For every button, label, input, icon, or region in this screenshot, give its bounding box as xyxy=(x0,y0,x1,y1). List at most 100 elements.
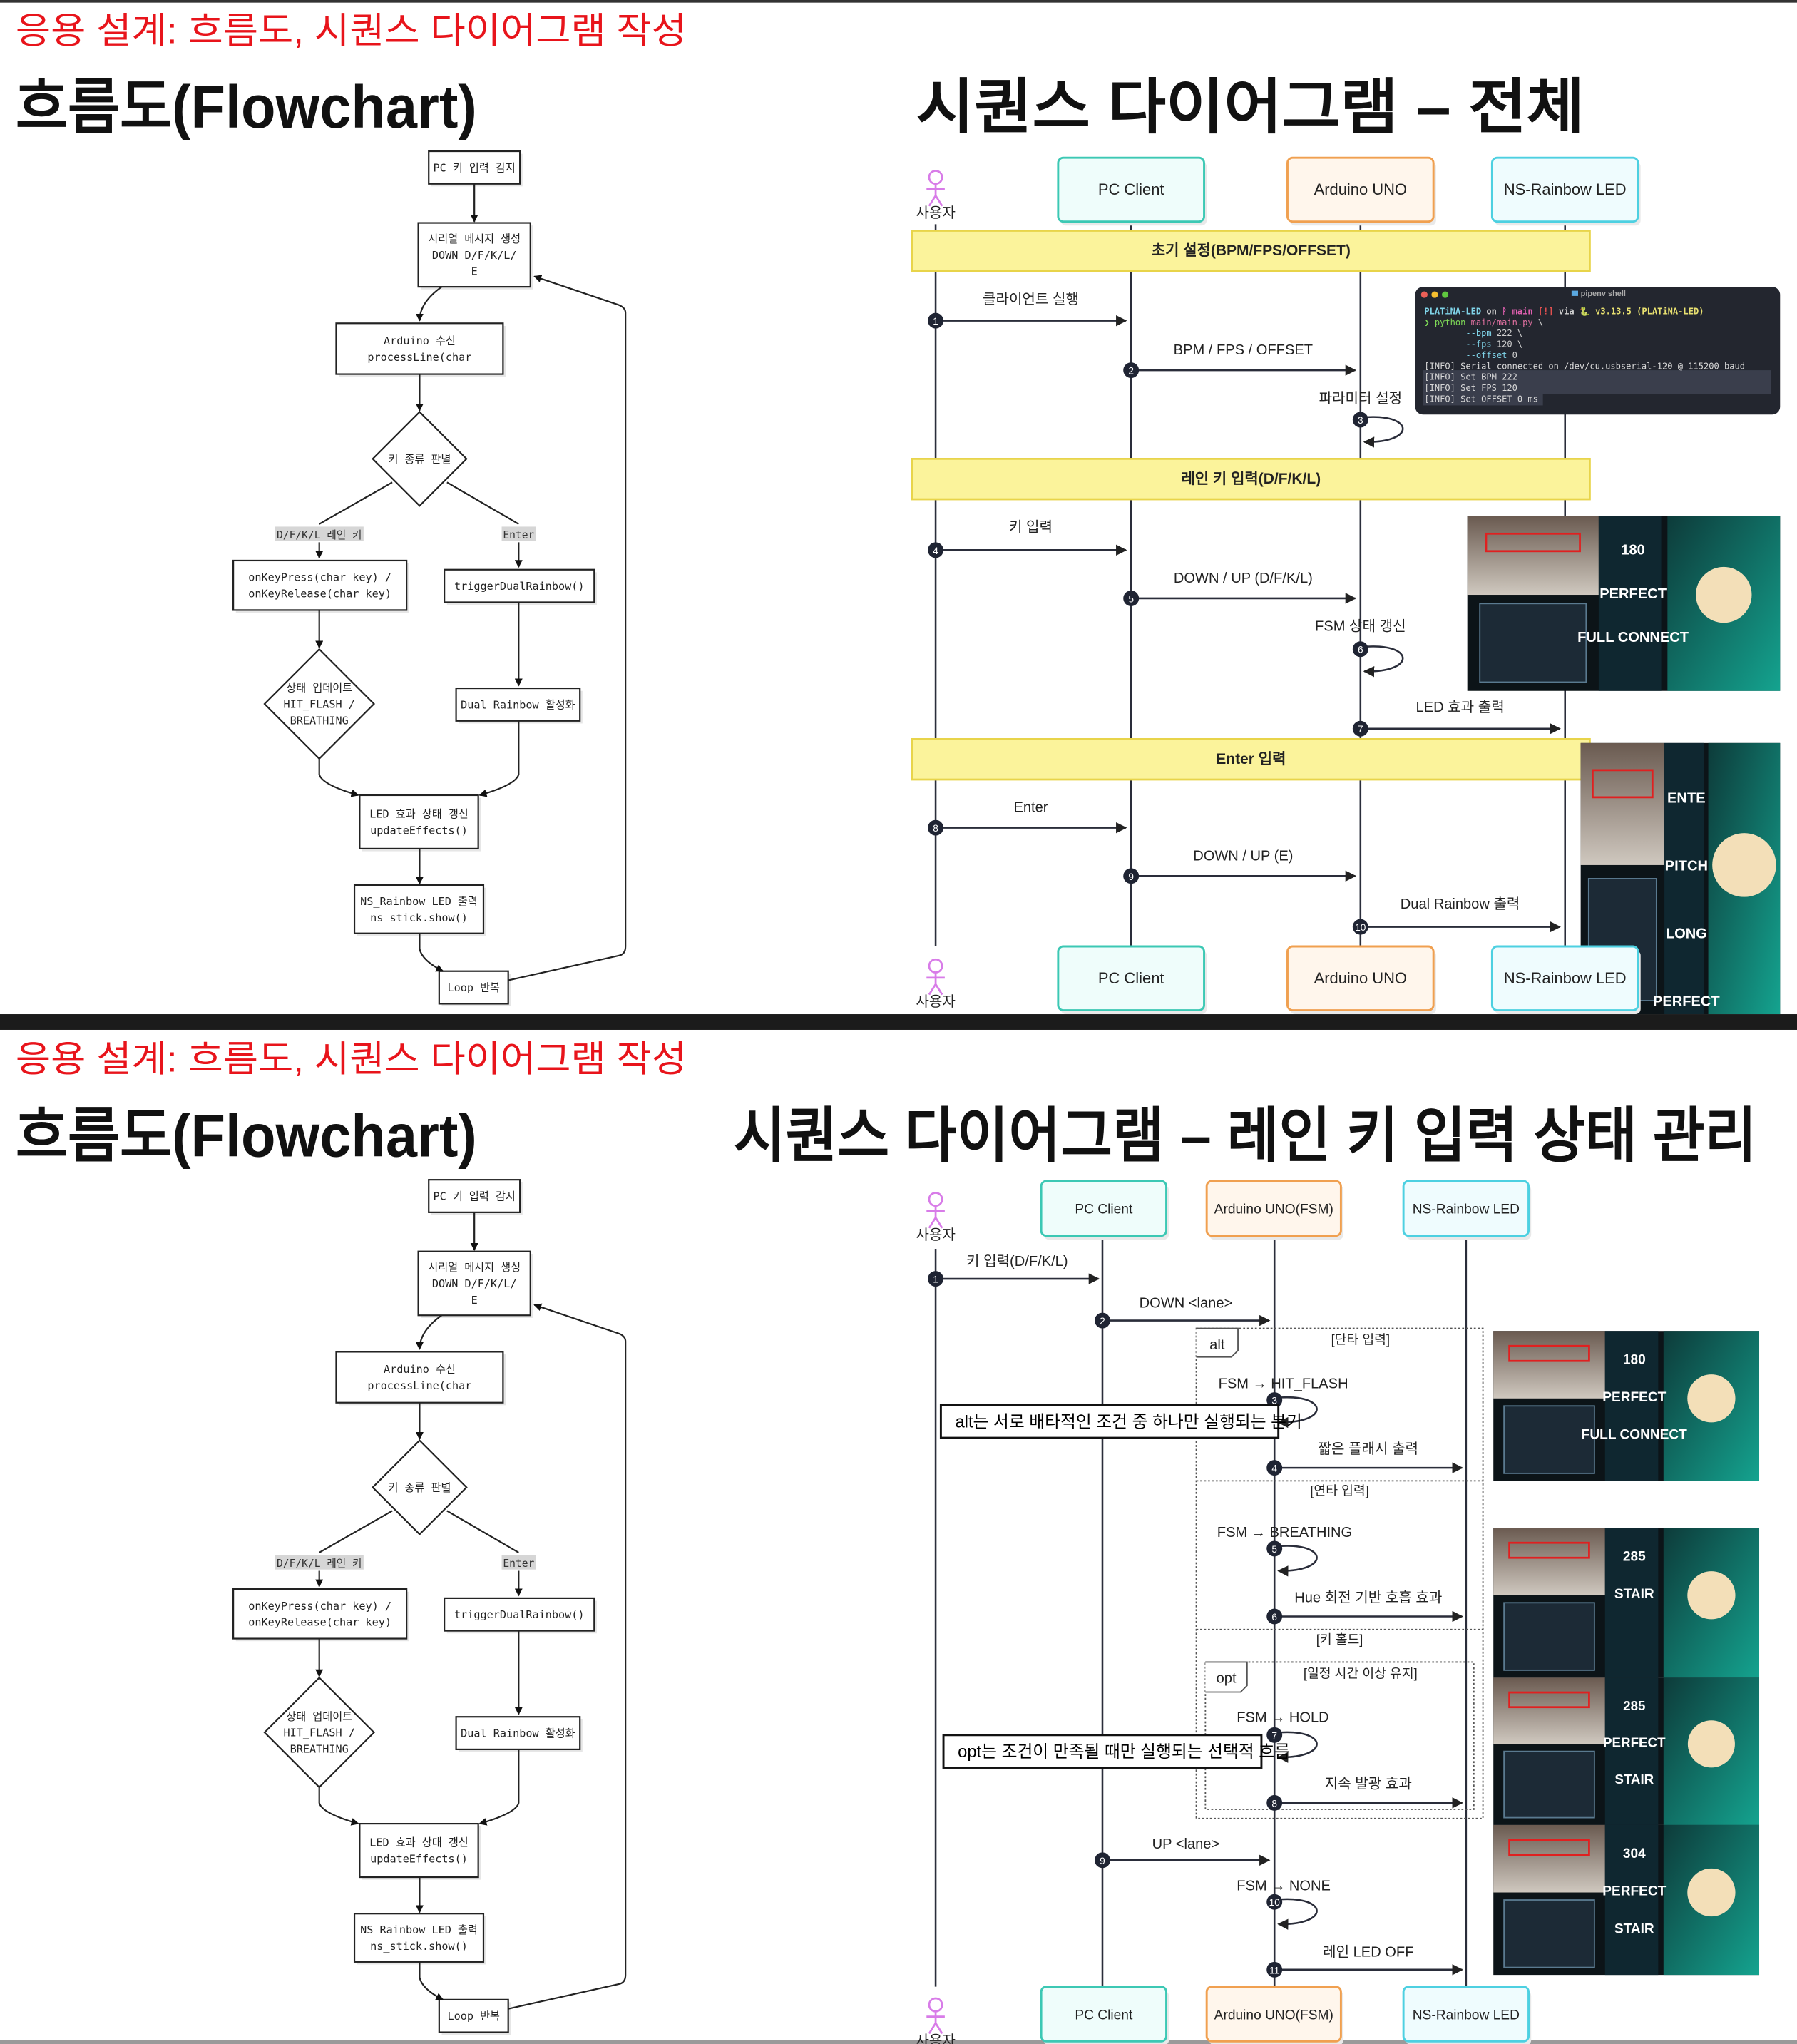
node-text: 상태 업데이트 xyxy=(286,682,352,695)
node-box xyxy=(417,222,531,288)
node-pc-key-detect: PC 키 입력 감지 xyxy=(428,1179,523,1215)
actor-icon xyxy=(926,958,945,996)
sequence-number: 8 xyxy=(1271,1798,1277,1809)
participant-label: Arduino UNO xyxy=(1314,969,1407,987)
terminal-segment: [INFO] Set FPS 120 xyxy=(1424,383,1517,393)
sequence-number: 1 xyxy=(933,316,938,327)
message: 4짧은 플래시 출력 xyxy=(1266,1441,1463,1476)
node-text: Arduino 수신 xyxy=(384,334,456,347)
capture-label: 285 xyxy=(1623,1549,1646,1564)
node-text: onKeyPress(char key) / xyxy=(248,571,391,584)
participant-label: PC Client xyxy=(1098,180,1164,198)
edge-label: D/F/K/L 레인 키 xyxy=(277,1558,362,1570)
terminal-title: pipenv shell xyxy=(1581,290,1626,298)
sequence-number-marker xyxy=(928,542,944,558)
message-label: 짧은 플래시 출력 xyxy=(1319,1441,1419,1457)
flow-edge xyxy=(478,1749,520,1826)
led-highlight-box xyxy=(1592,769,1654,799)
node-text: triggerDualRainbow() xyxy=(454,580,584,593)
terminal-segment: [INFO] Serial connected on /dev/cu.usbse… xyxy=(1424,361,1745,371)
self-message-arrow xyxy=(1277,1731,1318,1763)
sequence-number-marker xyxy=(1266,1894,1283,1910)
window-maximize-button[interactable] xyxy=(1442,291,1449,298)
capture-label: PERFECT xyxy=(1603,1734,1666,1749)
slide-divider xyxy=(0,1014,1797,1030)
sequence-number: 5 xyxy=(1128,593,1134,604)
flow-edge xyxy=(446,481,519,525)
sequence-number: 4 xyxy=(933,546,938,556)
participant-label: NS-Rainbow LED xyxy=(1504,969,1627,987)
led-highlight-box xyxy=(1508,1839,1590,1856)
alt-tag: alt xyxy=(1209,1337,1225,1353)
terminal-segment: [INFO] Set OFFSET 0 ms xyxy=(1424,394,1538,404)
message-label: FSM → BREATHING xyxy=(1217,1525,1352,1540)
keyboard-photo xyxy=(1467,516,1599,596)
message-label: Dual Rainbow 출력 xyxy=(1401,896,1520,912)
participant-pc-client: PC Client xyxy=(1057,156,1207,226)
terminal-segment: --fps xyxy=(1424,339,1491,349)
window-minimize-button[interactable] xyxy=(1431,291,1438,298)
node-text: DOWN D/F/K/L/ xyxy=(432,249,517,262)
node-text: 시리얼 메시지 생성 xyxy=(428,1261,521,1274)
keyboard-photo xyxy=(1580,742,1665,865)
annotation-text: alt는 서로 배타적인 조건 중 하나만 실행되는 분기 xyxy=(955,1412,1301,1431)
capture-label: PERFECT xyxy=(1599,586,1667,602)
node-text: processLine(char xyxy=(367,1379,471,1392)
sequence-number: 10 xyxy=(1355,922,1366,933)
participant-arduino-uno: Arduino UNO xyxy=(1286,156,1436,226)
sequence-number: 1 xyxy=(933,1274,938,1285)
keyboard-photo xyxy=(1493,1824,1605,1893)
sequence-number-marker xyxy=(1266,1460,1283,1476)
node-text: LED 효과 상태 갱신 xyxy=(369,1836,468,1849)
sequence-number: 9 xyxy=(1100,1856,1105,1866)
node-text: BREATHING xyxy=(290,714,349,727)
message-label: Enter xyxy=(1013,800,1048,816)
terminal-line: [INFO] Set FPS 120 xyxy=(1424,383,1517,393)
keyboard-photo xyxy=(1493,1331,1605,1399)
terminal-segment: 222 \ xyxy=(1492,328,1523,338)
self-message-arrow xyxy=(1277,1898,1318,1930)
actor-user: 사용자 xyxy=(916,958,956,1010)
node-dual-rainbow-activate: Dual Rainbow 활성화 xyxy=(455,687,583,724)
message-label: FSM → HIT_FLASH xyxy=(1219,1376,1348,1392)
sequence-number-marker xyxy=(1095,1852,1110,1869)
terminal-segment: PLATiNA-LED xyxy=(1424,307,1481,317)
node-trigger-dual-rainbow: triggerDualRainbow() xyxy=(444,1597,597,1634)
participant-arduino-uno-fsm: Arduino UNO(FSM) xyxy=(1205,1986,1344,2044)
node-text: NS_Rainbow LED 출력 xyxy=(360,895,478,908)
message-label: FSM → NONE xyxy=(1237,1878,1331,1894)
terminal-line: [INFO] Set OFFSET 0 ms xyxy=(1424,394,1538,404)
edge-label: D/F/K/L 레인 키 xyxy=(277,529,362,541)
sequence-number: 6 xyxy=(1358,645,1363,655)
terminal-segment: 120 \ xyxy=(1492,339,1523,349)
flow-edge xyxy=(318,758,359,797)
participant-label: NS-Rainbow LED xyxy=(1413,1202,1520,1217)
capture-label: 304 xyxy=(1623,1846,1646,1861)
annotation-note: opt는 조건이 만족될 때만 실행되는 선택적 흐름 xyxy=(942,1734,1290,1769)
capture-label: 285 xyxy=(1623,1698,1645,1713)
node-box xyxy=(232,559,408,611)
sequence-number: 2 xyxy=(1100,1316,1105,1327)
window-close-button[interactable] xyxy=(1420,291,1428,298)
sequence-number: 9 xyxy=(1128,872,1134,882)
message: 4키 입력 xyxy=(928,519,1127,558)
self-message-arrow xyxy=(1363,416,1404,448)
self-message-arrow xyxy=(1363,645,1404,678)
actor-icon xyxy=(926,170,945,207)
participant-label: Arduino UNO(FSM) xyxy=(1214,1202,1333,1217)
slide-header: 응용 설계: 흐름도, 시퀀스 다이어그램 작성 xyxy=(16,10,687,51)
sequence-number-marker xyxy=(928,1271,944,1287)
message: 8지속 발광 효과 xyxy=(1266,1776,1463,1811)
